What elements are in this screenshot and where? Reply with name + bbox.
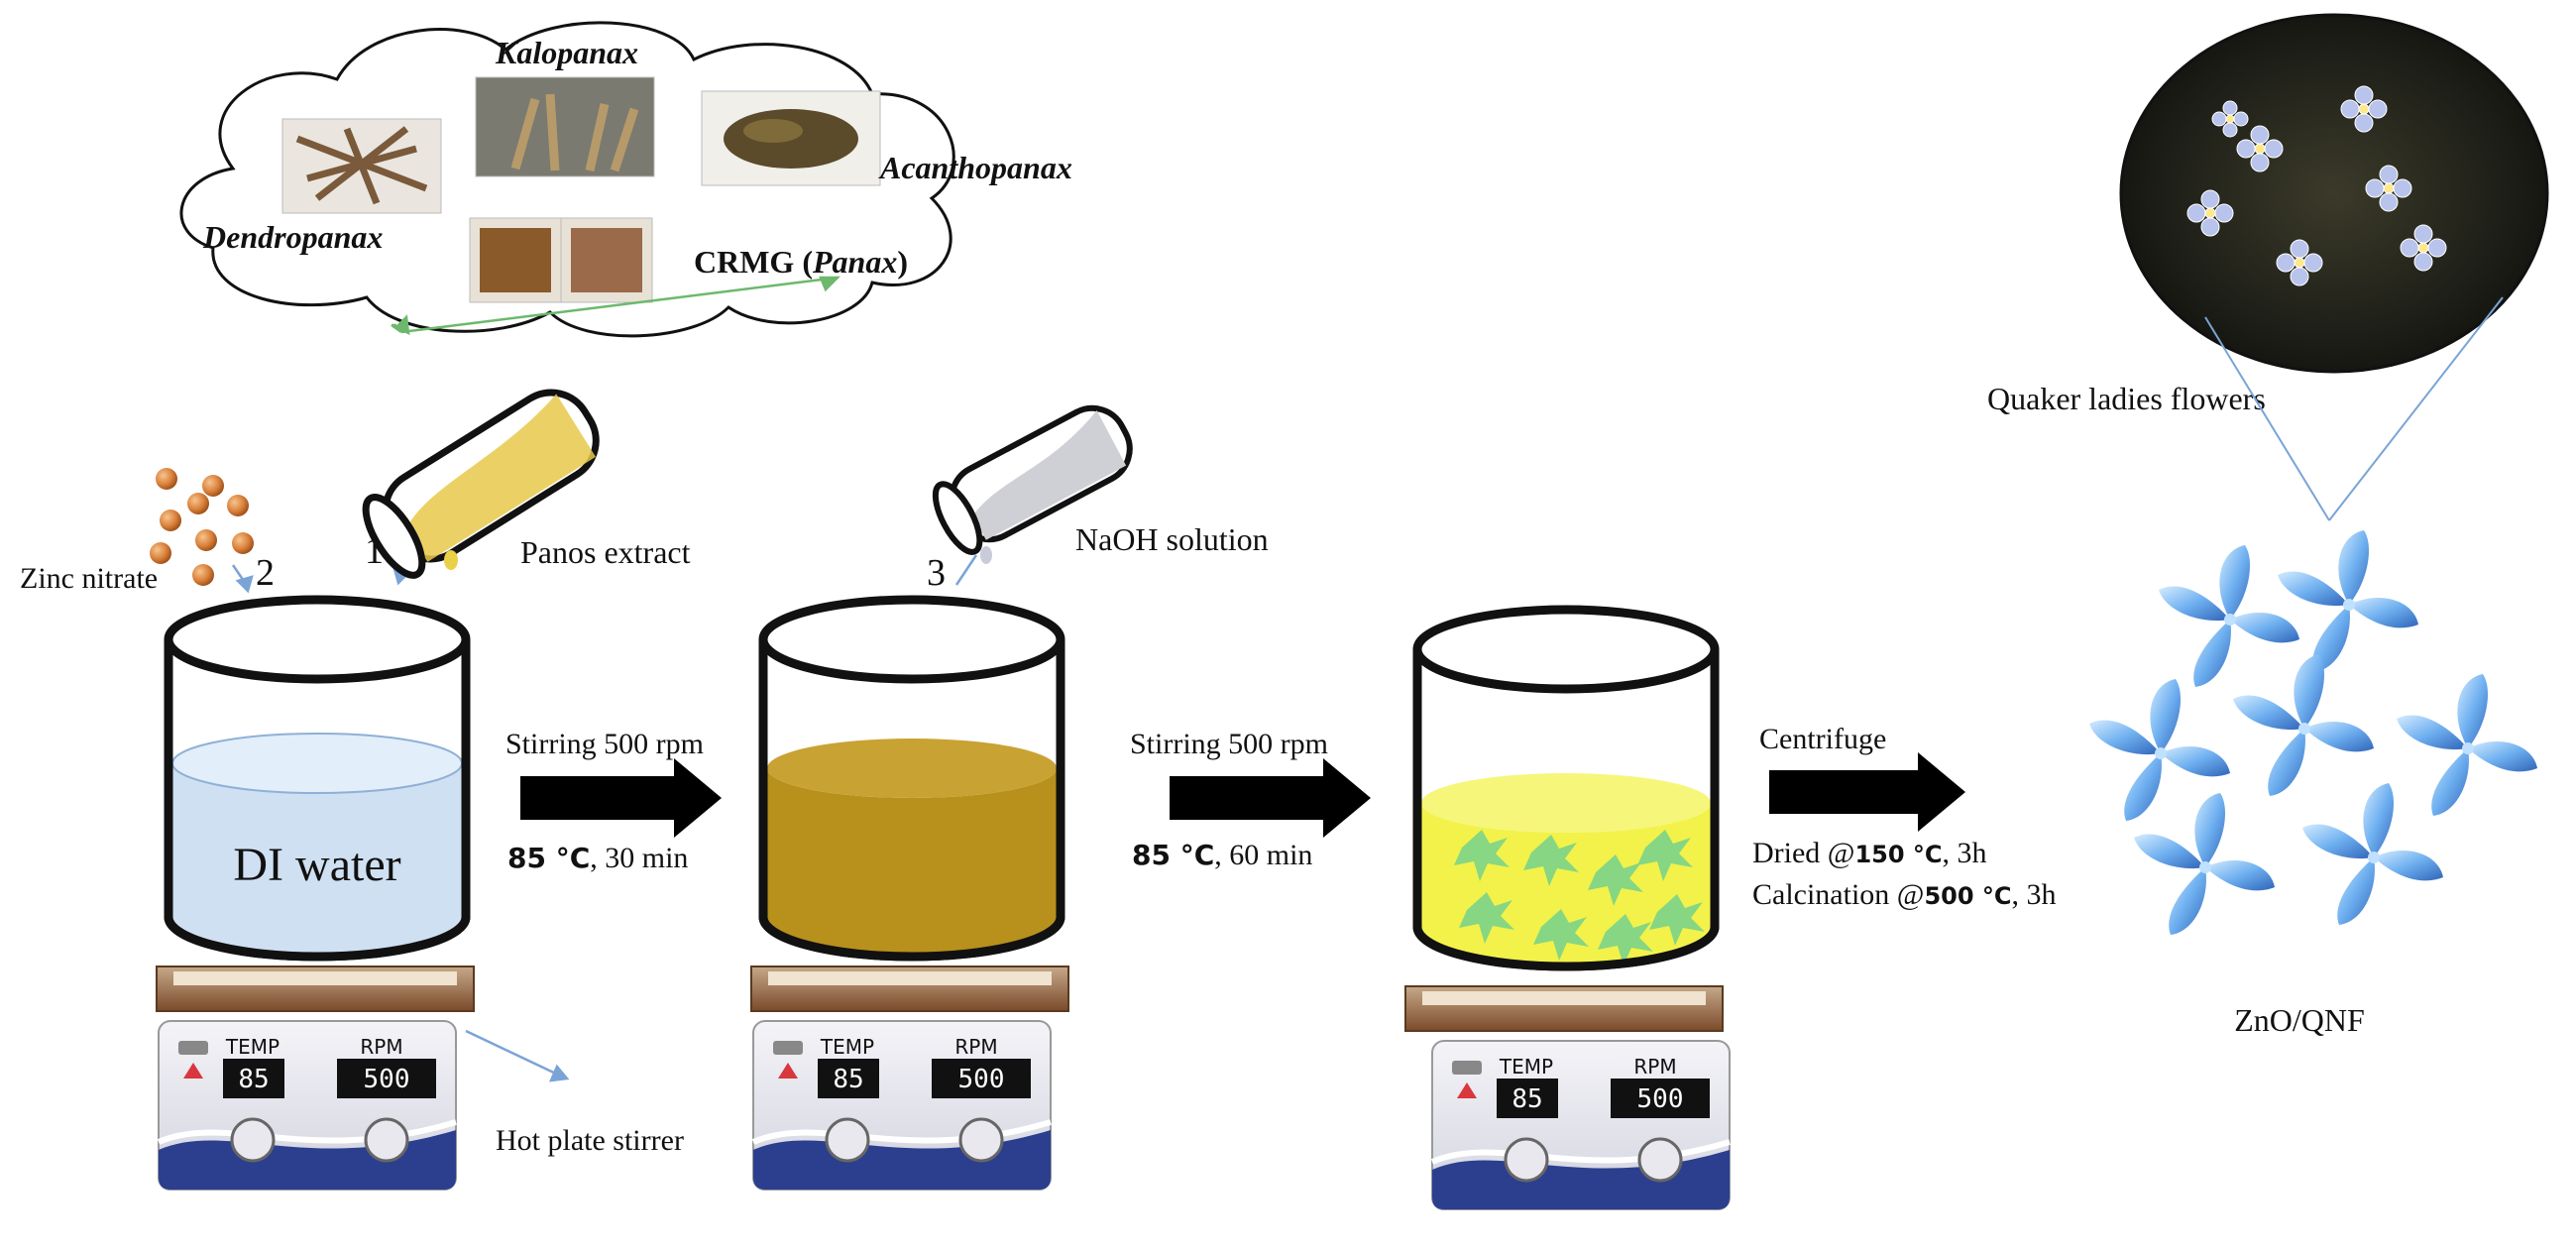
arrow1-top-label: Stirring 500 rpm (505, 728, 704, 760)
beaker-di-water: DI water (164, 595, 471, 962)
label-step-3: 3 (927, 552, 946, 594)
extract-tube (362, 389, 600, 579)
calcination-step-label: Calcination @500 °C, 3h (1752, 878, 2057, 911)
temp-label-1: TEMP (225, 1035, 280, 1059)
temp-knob-2 (825, 1117, 870, 1163)
naoh-tube (932, 404, 1133, 555)
naoh-drop (980, 546, 992, 564)
rpm-label-1: RPM (360, 1035, 402, 1059)
temp-display-1: 85 (238, 1065, 269, 1094)
arrow2-bottom-label: 85 °C, 60 min (1132, 839, 1312, 871)
label-quaker-ladies-flowers: Quaker ladies flowers (1987, 381, 2266, 416)
extract-drop (444, 550, 458, 570)
hot-plate-pointer (465, 1029, 570, 1082)
label-panos-extract: Panos extract (520, 534, 691, 570)
label-hot-plate-stirrer: Hot plate stirrer (496, 1124, 684, 1157)
rpm-knob-3 (1637, 1137, 1683, 1183)
arrow2-top-label: Stirring 500 rpm (1130, 728, 1328, 760)
beaker-final-solution (1412, 605, 1720, 971)
temp-label-3: TEMP (1499, 1055, 1553, 1079)
plant-source-cloud: Kalopanax Acanthopanax Dendropanax CRMG … (179, 21, 1072, 338)
temp-display-2: 85 (833, 1065, 863, 1094)
temp-knob-1 (230, 1117, 276, 1163)
label-product: ZnO/QNF (2234, 1002, 2365, 1038)
temp-label-2: TEMP (820, 1035, 874, 1059)
rpm-display-1: 500 (364, 1065, 410, 1094)
rpm-knob-2 (958, 1117, 1004, 1163)
label-crmg: CRMG (Panax) (694, 244, 908, 280)
label-naoh-solution: NaOH solution (1075, 521, 1269, 557)
rpm-label-3: RPM (1633, 1055, 1676, 1079)
rpm-display-3: 500 (1637, 1084, 1684, 1114)
process-arrow-3: Centrifuge Dried @150 °C, 3h Calcination… (1752, 723, 2057, 911)
label-dendropanax: Dendropanax (202, 219, 383, 255)
step3-pointer (954, 554, 978, 586)
hot-plate-stirrer-1: TEMP RPM 85 500 (156, 966, 475, 1190)
label-step-2: 2 (256, 552, 275, 594)
rpm-display-2: 500 (958, 1065, 1005, 1094)
label-zinc-nitrate: Zinc nitrate (20, 562, 158, 595)
process-arrow-2: Stirring 500 rpm 85 °C, 60 min (1130, 728, 1371, 871)
process-arrow-1: Stirring 500 rpm 85 °C, 30 min (505, 728, 722, 874)
rpm-knob-1 (364, 1117, 409, 1163)
extract-source-pointers (391, 276, 841, 336)
zno-particles-in-solution (1454, 830, 1705, 966)
flower-zoom-lines (2204, 296, 2504, 521)
quaker-ladies-flower-photo (2119, 13, 2549, 374)
beaker-extract-mix (758, 595, 1065, 962)
label-kalopanax: Kalopanax (495, 35, 638, 70)
zno-qnf-nanoflowers (2089, 530, 2537, 935)
zinc-nitrate-particles (150, 468, 254, 586)
arrow1-bottom-label: 85 °C, 30 min (507, 842, 688, 874)
rpm-label-2: RPM (954, 1035, 997, 1059)
label-di-water: DI water (233, 839, 400, 891)
hot-plate-stirrer-3: TEMP RPM 85 500 (1404, 985, 1730, 1209)
dried-step-label: Dried @150 °C, 3h (1752, 837, 1987, 869)
temp-knob-3 (1504, 1137, 1549, 1183)
hot-plate-stirrer-2: TEMP RPM 85 500 (750, 966, 1069, 1190)
arrow3-top-label: Centrifuge (1759, 723, 1886, 755)
label-acanthopanax: Acanthopanax (878, 150, 1072, 185)
temp-display-3: 85 (1512, 1084, 1542, 1114)
